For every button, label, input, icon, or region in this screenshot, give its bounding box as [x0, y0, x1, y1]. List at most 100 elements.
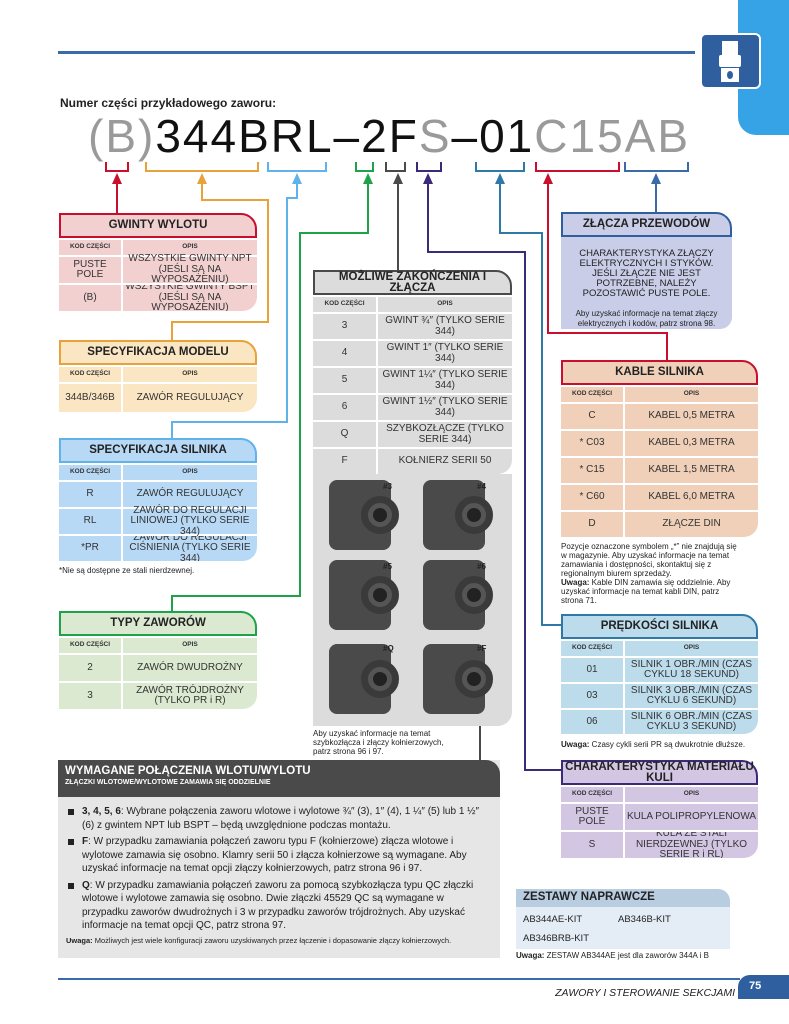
column-header-opis: OPIS	[123, 638, 257, 653]
cell-kod: * C15	[561, 458, 625, 483]
kits-note-text: ZESTAW AB344AE jest dla zaworów 344A i B	[544, 951, 709, 960]
fitting-label: #4	[477, 482, 486, 491]
kit-item: AB346B-KIT	[618, 914, 671, 925]
req-item-codes: Q	[82, 879, 90, 891]
cell-opis: ZAWÓR TRÓJDROŻNY (TYLKO PR i R)	[123, 683, 257, 709]
req-item: F: W przypadku zamawiania połączeń zawor…	[66, 835, 492, 876]
fitting-label: #5	[383, 562, 392, 571]
kable-note-text: Pozycje oznaczone symbolem „*” nie znajd…	[561, 542, 737, 578]
zlacza-text: CHARAKTERYSTYKA ZŁĄCZY ELEKTRYCZNYCH I S…	[579, 248, 714, 299]
cell-opis: KABEL 6,0 METRA	[625, 485, 758, 510]
column-header-kod: KOD CZĘŚCI	[561, 387, 625, 402]
column-header-opis: OPIS	[378, 297, 512, 312]
page-number: 75	[738, 975, 789, 999]
req-item-codes: F	[82, 836, 89, 847]
uwaga-label: Uwaga:	[66, 935, 93, 945]
cell-opis: ZAWÓR DWUDROŻNY	[123, 655, 257, 681]
kit-item: AB344AE-KIT	[523, 914, 583, 925]
cell-opis: KULA ZE STALI NIERDZEWNEJ (TYLKO SERIE R…	[625, 832, 758, 858]
pn-speed: –01	[451, 110, 535, 162]
column-header-kod: KOD CZĘŚCI	[59, 638, 123, 653]
cell-kod: 2	[59, 655, 123, 681]
column-header-kod: KOD CZĘŚCI	[59, 367, 123, 382]
example-label: Numer części przykładowego zaworu:	[60, 96, 277, 110]
typy-title: TYPY ZAWORÓW	[59, 611, 257, 636]
zlacza-title: ZŁĄCZA PRZEWODÓW	[561, 212, 732, 237]
req-subtitle: ZŁĄCZKI WLOTOWE/WYLOTOWE ZAMAWIA SIĘ ODD…	[65, 779, 271, 786]
fitting-f-image	[423, 644, 493, 714]
cell-kod: * C60	[561, 485, 625, 510]
footer-section: ZAWORY I STEROWANIE SEKCJAMI	[555, 987, 735, 999]
uwaga-label: Uwaga:	[561, 578, 590, 587]
cell-kod: PUSTE POLE	[59, 257, 123, 283]
kula-title: CHARAKTERYSTYKA MATERIAŁU KULI	[561, 760, 758, 785]
cell-opis: ZAWÓR REGULUJĄCY	[123, 482, 257, 507]
cell-kod: R	[59, 482, 123, 507]
cell-opis: KOŁNIERZ SERII 50	[378, 449, 512, 474]
model-title: SPECYFIKACJA MODELU	[59, 340, 257, 365]
cell-kod: 3	[59, 683, 123, 709]
kable-title: KABLE SILNIKA	[561, 360, 758, 385]
cell-kod: 5	[313, 368, 378, 393]
column-header-opis: OPIS	[123, 240, 257, 255]
cell-opis: SILNIK 3 OBR./MIN (CZAS CYKLU 6 SEKUND)	[625, 684, 758, 708]
cell-kod: D	[561, 512, 625, 537]
req-item-text: : W przypadku zamawiania połączeń zaworu…	[82, 879, 474, 932]
column-header-opis: OPIS	[123, 465, 257, 480]
column-header-kod: KOD CZĘŚCI	[561, 787, 625, 802]
pn-ball: S	[418, 110, 452, 162]
cell-opis: GWINT ¾″ (TYLKO SERIE 344)	[378, 314, 512, 339]
silnik-note: *Nie są dostępne ze stali nierdzewnej.	[59, 566, 195, 575]
zakonczenia-title: MOŻLIWE ZAKOŃCZENIA I ZŁĄCZA	[313, 270, 512, 295]
cell-kod: 4	[313, 341, 378, 366]
fitting-q-image	[329, 644, 399, 714]
cell-opis: SILNIK 6 OBR./MIN (CZAS CYKLU 3 SEKUND)	[625, 710, 758, 734]
column-header-kod: KOD CZĘŚCI	[313, 297, 378, 312]
predkosci-title: PRĘDKOŚCI SILNIKA	[561, 614, 758, 639]
column-header-opis: OPIS	[625, 787, 758, 802]
cell-opis: GWINT 1¼″ (TYLKO SERIE 344)	[378, 368, 512, 393]
cell-kod: * C03	[561, 431, 625, 456]
kits-title: ZESTAWY NAPRAWCZE	[516, 889, 730, 907]
uwaga-label: Uwaga:	[561, 740, 590, 749]
valve-icon	[700, 33, 761, 89]
predkosci-note: Uwaga: Czasy cykli serii PR są dwukrotni…	[561, 740, 761, 749]
fitting-6-image	[423, 560, 493, 630]
fitting-4-image	[423, 480, 493, 550]
cell-kod: RL	[59, 509, 123, 534]
fitting-label: #Q	[383, 644, 394, 653]
column-header-kod: KOD CZĘŚCI	[59, 240, 123, 255]
column-header-kod: KOD CZĘŚCI	[59, 465, 123, 480]
req-item-text: : Wybrane połączenia zaworu wlotowe i wy…	[82, 806, 480, 831]
gwinty-title: GWINTY WYLOTU	[59, 213, 257, 238]
req-item: Q: W przypadku zamawiania połączeń zawor…	[66, 879, 492, 933]
kit-item: AB346BRB-KIT	[523, 933, 589, 944]
fitting-5-image	[329, 560, 399, 630]
kits-note: Uwaga: ZESTAW AB344AE jest dla zaworów 3…	[516, 951, 736, 960]
cell-kod: 01	[561, 658, 625, 682]
req-note-text: Możliwych jest wiele konfiguracji zaworu…	[92, 935, 452, 945]
